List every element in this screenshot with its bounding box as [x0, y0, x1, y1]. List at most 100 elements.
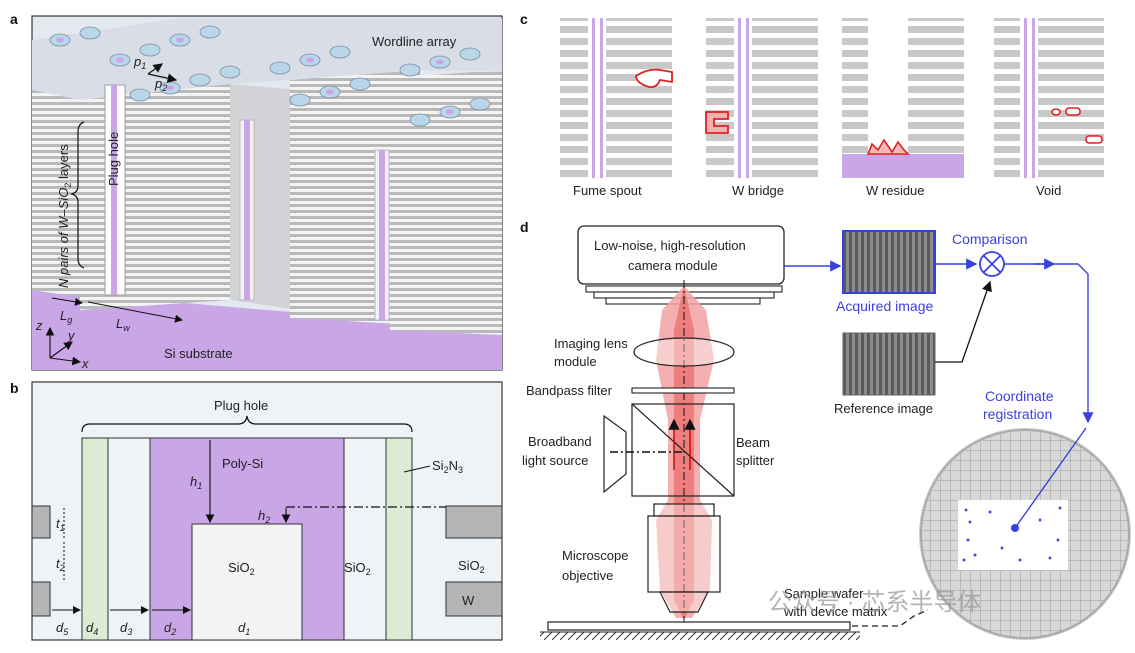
label-w: W [462, 593, 475, 608]
svg-text:N pairs of W–SiO2 layers: N pairs of W–SiO2 layers [56, 144, 73, 288]
coordinate-label-line1: Coordinate [985, 388, 1054, 404]
label-poly-si: Poly-Si [222, 456, 263, 471]
label-d5-sub: 5 [63, 627, 69, 637]
defect-fume-spout [560, 18, 673, 178]
svg-text:p1: p1 [133, 54, 146, 71]
label-p1-sub: 1 [141, 61, 146, 71]
label-h1-sub: 1 [197, 481, 202, 491]
label-p2-sub: 2 [161, 83, 167, 93]
objective-label-line2: objective [562, 568, 613, 583]
label-d2: d [164, 620, 172, 635]
bandpass-filter-label: Bandpass filter [526, 383, 613, 398]
label-t2-sub: 2 [59, 563, 65, 573]
camera-label-line1: Low-noise, high-resolution [594, 238, 746, 253]
panel-d-system: Low-noise, high-resolution camera module… [522, 225, 1131, 640]
beam-splitter-label-line2: splitter [736, 453, 775, 468]
label-sio2-center: SiO [228, 560, 250, 575]
label-wordline-array: Wordline array [372, 34, 457, 49]
label-p2: p [154, 76, 162, 91]
objective-label-line1: Microscope [562, 548, 628, 563]
label-d1-sub: 1 [245, 627, 250, 637]
svg-text:d4: d4 [86, 620, 98, 637]
defect-label: W bridge [732, 183, 784, 198]
panel-a-illustration: Wordline array p1 p2 Plug hole N pairs o… [31, 15, 503, 371]
label-sio2-far: SiO [458, 558, 480, 573]
stack-block [80, 84, 230, 310]
label-n-pairs: N pairs of W–SiO [56, 188, 71, 288]
axis-y-label: y [67, 328, 76, 343]
label-h1: h [190, 474, 197, 489]
svg-text:h2: h2 [258, 508, 270, 525]
imaging-lens-label-line1: Imaging lens [554, 336, 628, 351]
panel-b-cross-section: Plug hole Poly-Si Si2N3 h1 h2 t1 t2 SiO2… [31, 381, 503, 641]
svg-text:t1: t1 [56, 516, 65, 533]
label-lw-sub: w [123, 323, 130, 333]
svg-text:Si2N3: Si2N3 [432, 458, 463, 475]
coordinate-label-line2: registration [983, 406, 1052, 422]
label-d4-sub: 4 [93, 627, 98, 637]
imaging-lens [633, 337, 735, 367]
bandpass-filter [631, 387, 735, 394]
axis-x-label: x [81, 356, 89, 371]
microscope-objective [647, 503, 721, 613]
label-d1: d [238, 620, 246, 635]
panel-letter-b: b [10, 380, 19, 396]
label-sio2-right-sub: 2 [366, 567, 371, 577]
svg-text:Lw: Lw [116, 316, 130, 333]
light-source-label-line1: Broadband [528, 434, 592, 449]
comparison-label: Comparison [952, 231, 1027, 247]
registered-defect-point [1011, 524, 1019, 532]
defect-w-residue [842, 18, 964, 178]
label-sio2-center-sub: 2 [250, 567, 255, 577]
defect-void [994, 18, 1104, 178]
si-substrate-region [32, 290, 502, 370]
label-si2n3: Si [432, 458, 444, 473]
beam-splitter [631, 403, 735, 497]
panel-letter-d: d [520, 219, 529, 235]
label-t2: t [56, 556, 61, 571]
label-d2-sub: 2 [170, 627, 176, 637]
defect-label: W residue [866, 183, 925, 198]
label-lw: L [116, 316, 123, 331]
panel-c-defects: Fume spout W bridge W residue Void [560, 18, 1104, 198]
svg-text:SiO2: SiO2 [228, 560, 255, 577]
axis-z-label: z [35, 318, 43, 333]
label-d3: d [120, 620, 128, 635]
label-d5: d [56, 620, 64, 635]
sio2-core [191, 523, 303, 641]
camera-module [577, 225, 785, 285]
label-lg-sub: g [67, 315, 72, 325]
label-si2n3-mid: N [449, 458, 458, 473]
label-si2n3-sub1: 2 [444, 465, 449, 475]
label-plug-hole-b: Plug hole [214, 398, 268, 413]
svg-text:d1: d1 [238, 620, 250, 637]
defect-label: Fume spout [573, 183, 642, 198]
device-matrix [958, 500, 1068, 570]
svg-text:d3: d3 [120, 620, 132, 637]
svg-text:t2: t2 [56, 556, 65, 573]
label-n-pairs-tail: layers [56, 144, 71, 183]
svg-text:p2: p2 [154, 76, 167, 93]
label-sio2-far-sub: 2 [480, 565, 485, 575]
stack-block [390, 70, 502, 335]
label-p1: p [133, 54, 141, 69]
panel-letter-a: a [10, 11, 18, 27]
wafer-map [919, 427, 1131, 640]
svg-text:d5: d5 [56, 620, 69, 637]
camera-label-line2: camera module [628, 258, 718, 273]
defect-label: Void [1036, 183, 1061, 198]
label-h2: h [258, 508, 265, 523]
watermark: 公众号 · 芯系半导体 [768, 589, 981, 616]
label-t1-sub: 1 [60, 523, 65, 533]
label-plug-hole-a: Plug hole [106, 132, 121, 186]
reference-image-label: Reference image [834, 401, 933, 416]
label-h2-sub: 2 [264, 515, 270, 525]
label-si-substrate: Si substrate [164, 346, 233, 361]
light-source [603, 414, 627, 494]
label-d4: d [86, 620, 94, 635]
axes-triad [45, 326, 82, 366]
svg-text:h1: h1 [190, 474, 202, 491]
label-lg: L [60, 308, 67, 323]
